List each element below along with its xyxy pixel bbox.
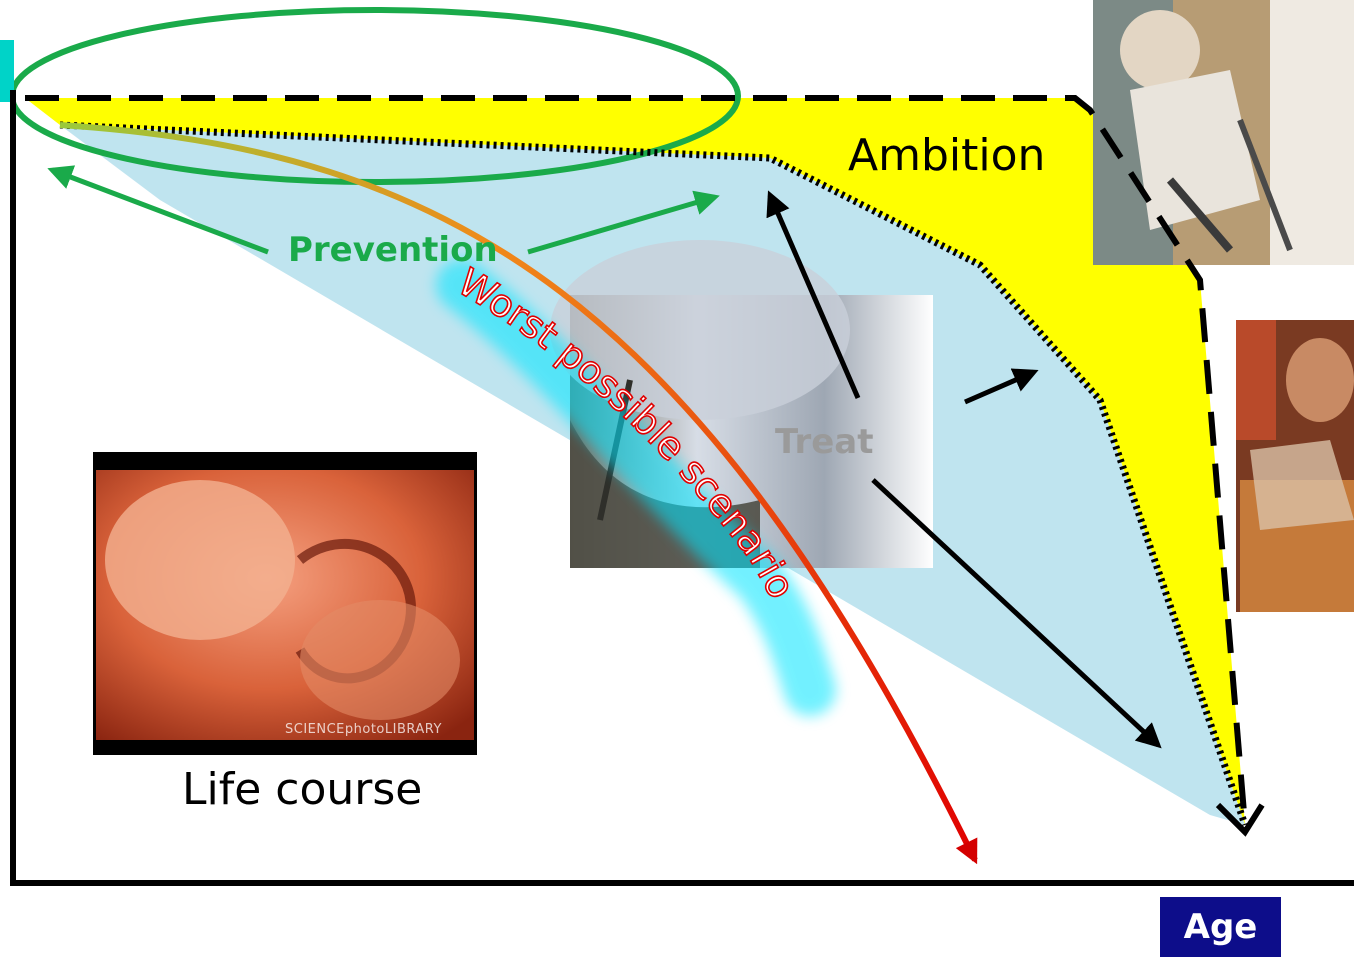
treat-arrow-down — [871, 478, 1162, 749]
ambition-arrowhead — [1215, 802, 1265, 837]
age-axis-label: Age — [1160, 897, 1281, 957]
child-eating-photo — [1236, 320, 1354, 612]
worst-case-glow — [436, 259, 836, 716]
elderly-woman-photo — [1093, 0, 1354, 265]
photo-watermark: SCIENCEphotoLIBRARY — [285, 722, 442, 737]
fetus-photo — [93, 452, 477, 755]
treat-arrow-right — [964, 368, 1039, 405]
treat-arrow-up — [766, 190, 861, 399]
prevention-arrow-right — [527, 190, 720, 255]
ambition-dashed-line — [25, 95, 1248, 826]
worst-case-curve — [59, 122, 978, 865]
prevention-arrow-left — [47, 165, 269, 255]
treat-label: Treat — [775, 422, 874, 462]
prevention-label: Prevention — [288, 230, 498, 270]
ambition-label: Ambition — [848, 130, 1046, 181]
left-edge-marker — [0, 40, 14, 102]
intervention-dotted-line — [59, 121, 1249, 827]
life-course-label: Life course — [182, 764, 423, 815]
